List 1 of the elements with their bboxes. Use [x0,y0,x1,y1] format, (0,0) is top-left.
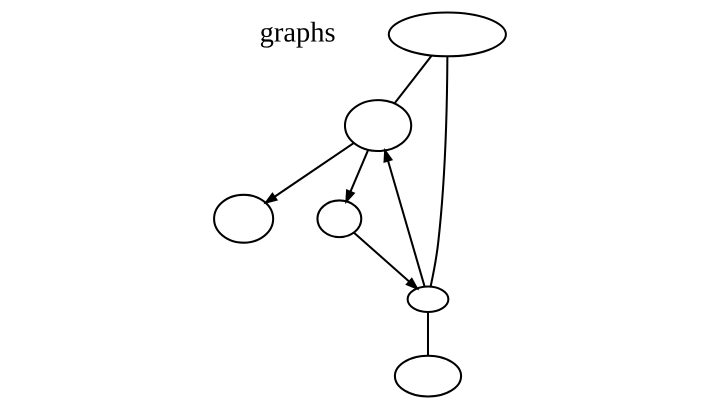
label: graphs [259,17,336,48]
